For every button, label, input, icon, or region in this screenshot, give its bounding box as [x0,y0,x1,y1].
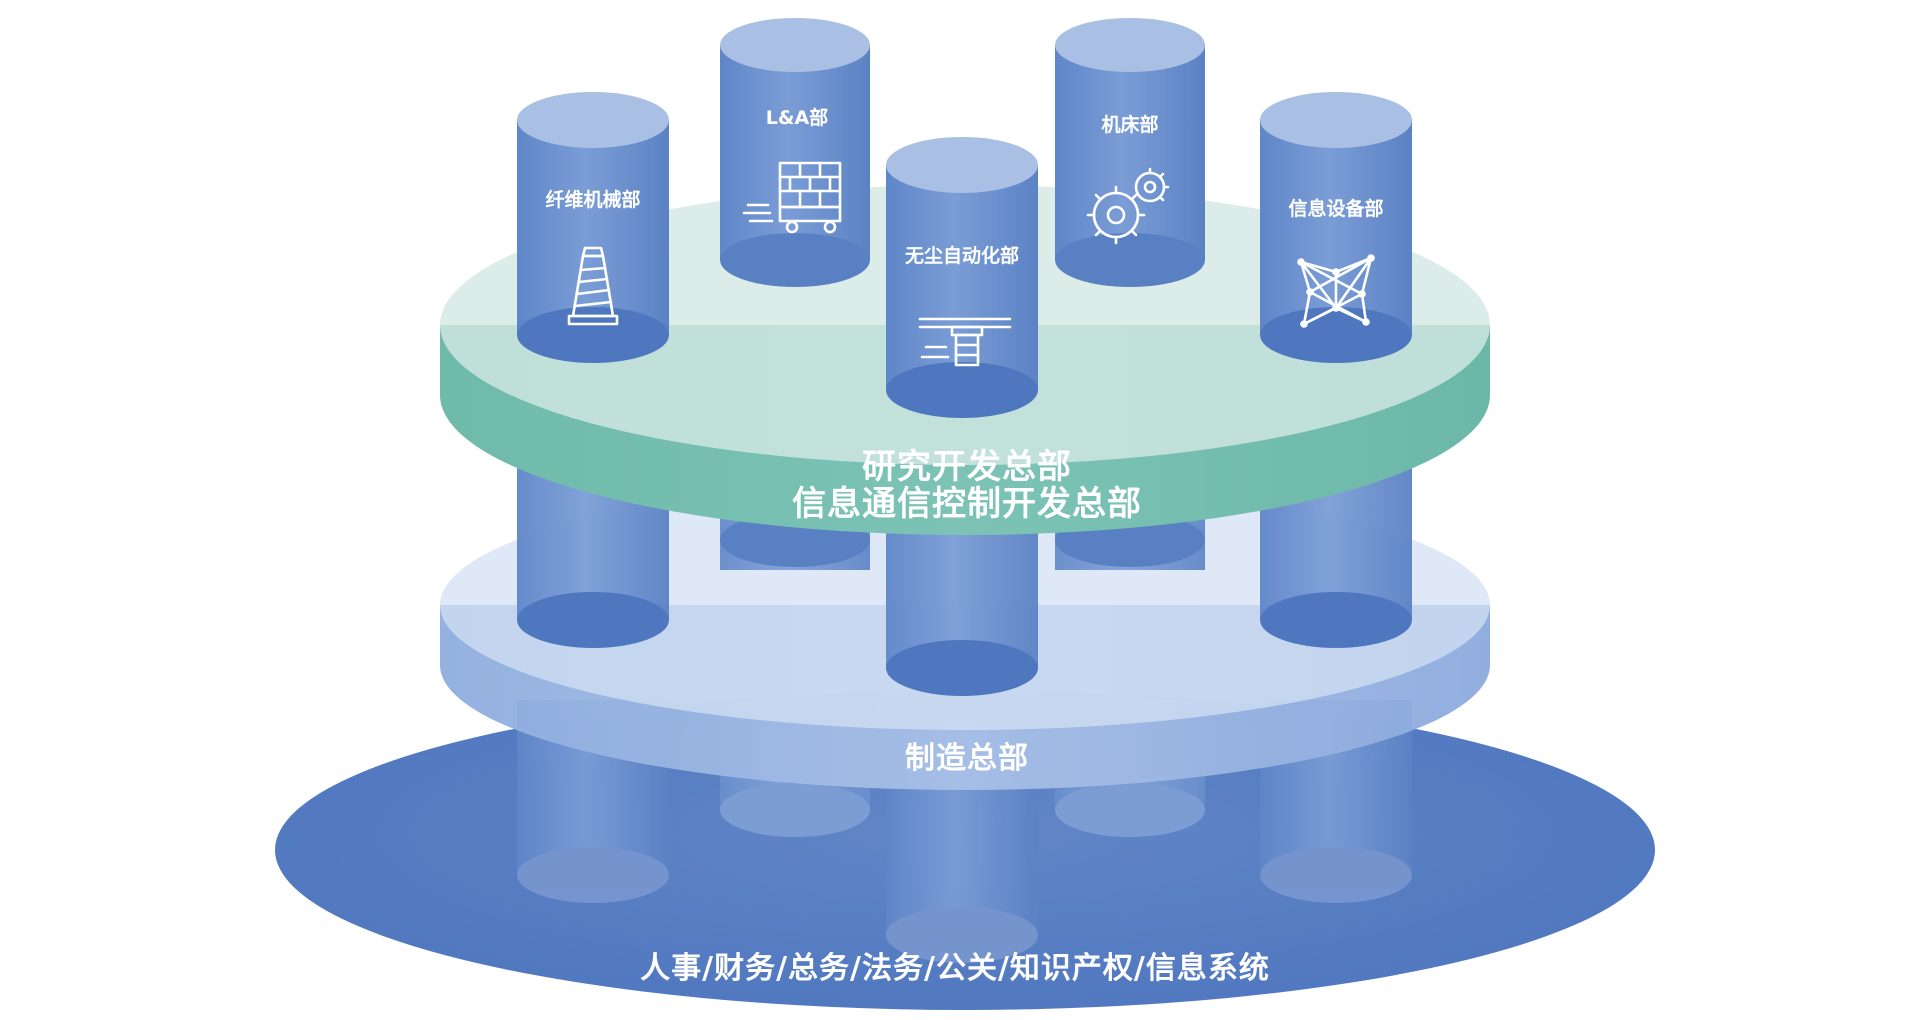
dept-label-la: L&A部 [766,106,828,129]
rnd-label-line1: 研究开发总部 [862,447,1072,487]
clean-conveyor-icon [918,317,1012,367]
dept-label-textile: 纤维机械部 [545,188,640,211]
dept-cylinder-machine-tools [1055,18,1205,287]
manufacturing-label: 制造总部 [905,741,1029,776]
rnd-label-line2: 信息通信控制开发总部 [792,484,1142,524]
dept-cylinder-info-equipment [1260,92,1412,363]
yarn-spool-icon [567,246,619,326]
dept-label-clean-automation: 无尘自动化部 [905,244,1019,267]
forklift-cargo-icon [742,161,842,234]
network-node-icon [1297,254,1375,328]
dept-label-machine-tools: 机床部 [1101,113,1158,136]
dept-cylinder-la [720,18,870,287]
dept-label-info-equipment: 信息设备部 [1288,197,1383,220]
dept-cylinder-textile [517,92,669,363]
base-label: 人事/财务/总务/法务/公关/知识产权/信息系统 [640,951,1270,986]
dept-cylinders [517,18,1412,418]
dept-cylinder-clean-automation [886,137,1038,418]
gears-icon [1086,167,1170,245]
